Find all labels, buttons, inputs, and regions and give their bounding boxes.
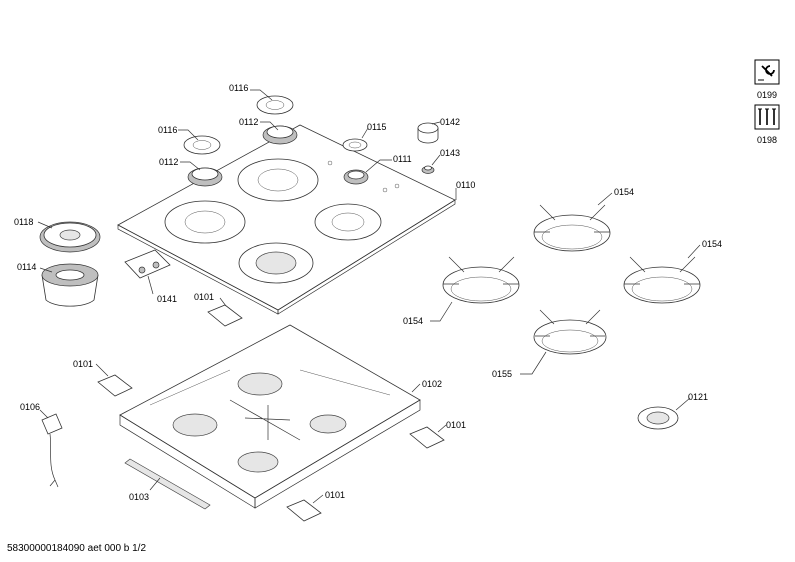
label-0116-left: 0116 [158, 125, 177, 135]
label-0154-left: 0154 [403, 316, 423, 326]
label-0116-top: 0116 [229, 83, 248, 93]
pan-support-0154-left[interactable] [442, 256, 520, 304]
pan-support-0154-right[interactable] [623, 256, 701, 304]
label-0102: 0102 [422, 379, 442, 389]
label-0101-a: 0101 [194, 292, 214, 302]
burner-crown-0112-top[interactable] [262, 125, 298, 145]
clip-0101-d[interactable] [286, 499, 322, 522]
seal-0141[interactable] [124, 249, 171, 279]
wok-burner-cap-0118[interactable] [39, 221, 101, 253]
wrench-service-icon[interactable] [754, 59, 780, 85]
label-0114: 0114 [17, 262, 36, 272]
label-0115: 0115 [367, 122, 386, 132]
label-0154-right: 0154 [702, 239, 722, 249]
label-0118: 0118 [14, 217, 33, 227]
power-cord-0106[interactable] [41, 413, 63, 488]
label-0101-b: 0101 [73, 359, 93, 369]
seal-strip-0103[interactable] [124, 458, 211, 510]
burner-cap-0116-left[interactable] [183, 135, 221, 155]
clip-0101-b[interactable] [97, 374, 133, 397]
label-0142: 0142 [440, 117, 460, 127]
label-0101-d: 0101 [325, 490, 345, 500]
label-0121: 0121 [688, 392, 708, 402]
hob-top-panel[interactable] [117, 124, 456, 315]
burner-cap-0116-top[interactable] [256, 95, 294, 115]
wok-ring-0121[interactable] [637, 406, 679, 430]
knob-seal-0143[interactable] [421, 165, 435, 174]
pan-support-0154-top[interactable] [533, 204, 611, 252]
label-0112-left: 0112 [159, 157, 178, 167]
part-labels: 0116 0116 0112 0112 0115 0142 0143 0111 … [14, 83, 722, 502]
label-0110: 0110 [456, 180, 475, 190]
tools-kit-icon[interactable] [754, 104, 780, 130]
pan-support-0155[interactable] [533, 309, 607, 355]
burner-crown-0112-left[interactable] [187, 167, 223, 187]
label-0143: 0143 [440, 148, 460, 158]
label-0101-c: 0101 [446, 420, 466, 430]
label-0141: 0141 [157, 294, 177, 304]
control-knob-0142[interactable] [417, 122, 439, 144]
leader-lines [37, 89, 701, 504]
label-0155: 0155 [492, 369, 512, 379]
clip-0101-c[interactable] [409, 426, 445, 449]
label-0199: 0199 [757, 90, 777, 100]
burner-cap-0115[interactable] [342, 138, 368, 152]
burner-0111[interactable] [343, 169, 369, 185]
document-footer: 58300000184090 aet 000 b 1/2 [7, 543, 147, 554]
label-0112-top: 0112 [239, 117, 258, 127]
label-0154-top: 0154 [614, 187, 634, 197]
label-0198: 0198 [757, 135, 777, 145]
bottom-tray-0102[interactable] [119, 324, 421, 509]
label-0111: 0111 [393, 154, 412, 164]
clip-0101-a[interactable] [207, 304, 243, 327]
label-0103: 0103 [129, 492, 149, 502]
label-0106: 0106 [20, 402, 40, 412]
wok-burner-0114[interactable] [41, 263, 99, 307]
